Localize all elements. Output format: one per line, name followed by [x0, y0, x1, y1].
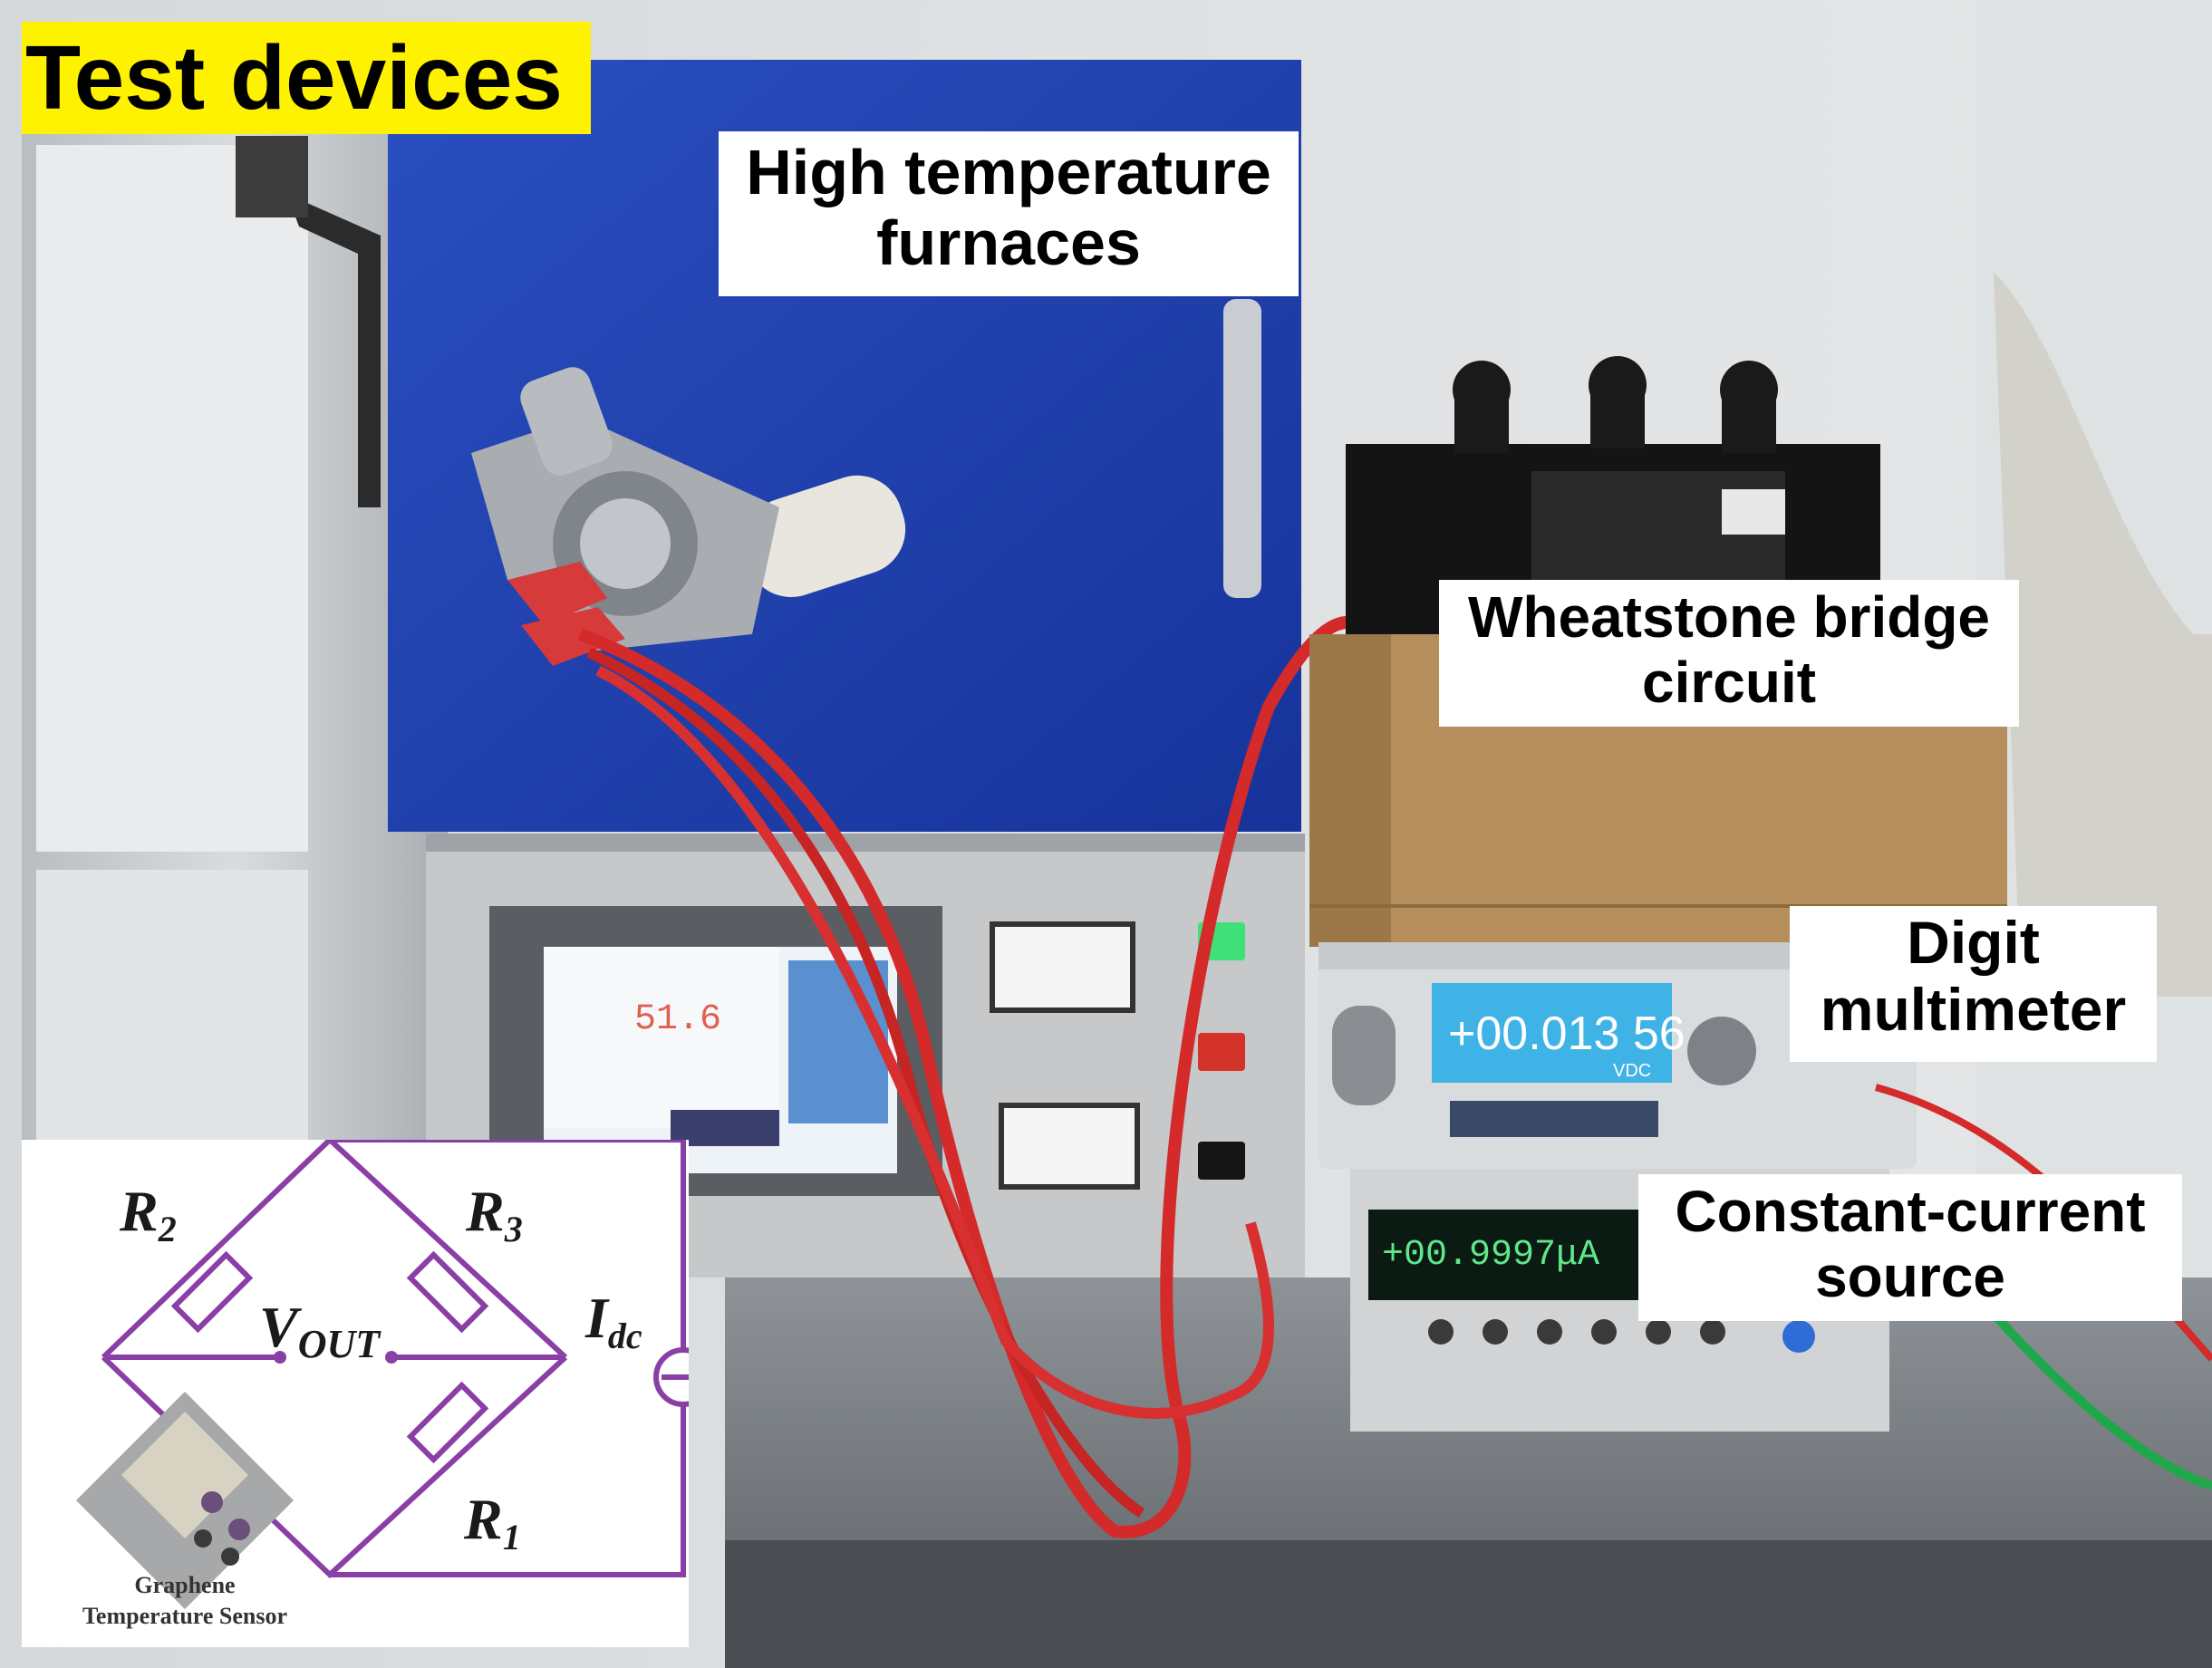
label-line: source	[1815, 1243, 2005, 1309]
multimeter-readout: +00.013 56	[1448, 1008, 1686, 1060]
label-vout: VOUT	[259, 1295, 382, 1366]
label-constant-current-source: Constant-current source	[1638, 1174, 2182, 1321]
circuit-diagram-inset: R2 R3 R1 VOUT Idc Graphene Temperature S…	[22, 1140, 689, 1647]
label-line: Digit	[1907, 909, 2040, 976]
multimeter-display	[1432, 983, 1672, 1083]
label-sensor-line-1: Graphene	[134, 1572, 235, 1598]
label-line: circuit	[1641, 649, 1817, 715]
label-line: furnaces	[876, 207, 1141, 279]
label-line: High temperature	[746, 137, 1271, 207]
current-source-readout: +00.9997μA	[1382, 1235, 1599, 1276]
ceramic-tube	[742, 475, 906, 598]
resistor-r3	[406, 1250, 489, 1334]
graphene-sensor-photo	[76, 1392, 294, 1609]
indicator-black	[1198, 1142, 1245, 1180]
label-idc: Idc	[584, 1286, 642, 1356]
label-wheatstone-bridge-circuit: Wheatstone bridge circuit	[1439, 580, 2019, 727]
label-line: Wheatstone bridge	[1467, 584, 1991, 650]
title-test-devices: Test devices	[22, 22, 591, 134]
label-r1: R1	[463, 1487, 521, 1557]
label-sensor-line-2: Temperature Sensor	[82, 1603, 287, 1629]
red-cable-2	[586, 647, 1145, 1519]
ammeter	[999, 1103, 1140, 1190]
label-r2: R2	[119, 1179, 177, 1249]
resistor-r2	[170, 1250, 254, 1334]
label-line: Constant-current	[1675, 1179, 2146, 1244]
wire-top	[101, 1140, 568, 1360]
label-line: multimeter	[1820, 975, 2127, 1043]
red-cable-3	[595, 665, 1274, 1419]
voltmeter	[990, 921, 1135, 1013]
indicator-red	[1198, 1033, 1245, 1071]
label-r3: R3	[465, 1179, 523, 1249]
label-digit-multimeter: Digit multimeter	[1790, 906, 2157, 1062]
label-high-temperature-furnaces: High temperature furnaces	[719, 131, 1299, 296]
furnace-screen-readout: 51.6	[634, 999, 721, 1040]
red-cable-1	[577, 616, 1363, 1538]
multimeter-unit: VDC	[1613, 1061, 1651, 1081]
resistor-r1	[406, 1381, 489, 1464]
